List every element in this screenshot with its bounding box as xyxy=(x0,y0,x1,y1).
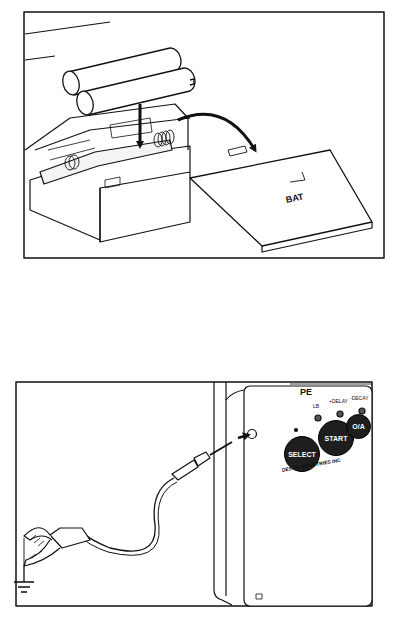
button-label: O/A xyxy=(352,423,364,430)
frame xyxy=(16,382,372,606)
button-label: START xyxy=(325,435,348,442)
brand-name: PE xyxy=(300,388,312,397)
frame xyxy=(24,12,384,258)
indicator-label: LB xyxy=(313,404,319,409)
push-button: O/A xyxy=(346,414,371,439)
button-label: SELECT xyxy=(288,451,316,458)
indicator-label: +DELAY xyxy=(329,399,348,404)
indicator-label: -DECAY xyxy=(350,396,369,401)
